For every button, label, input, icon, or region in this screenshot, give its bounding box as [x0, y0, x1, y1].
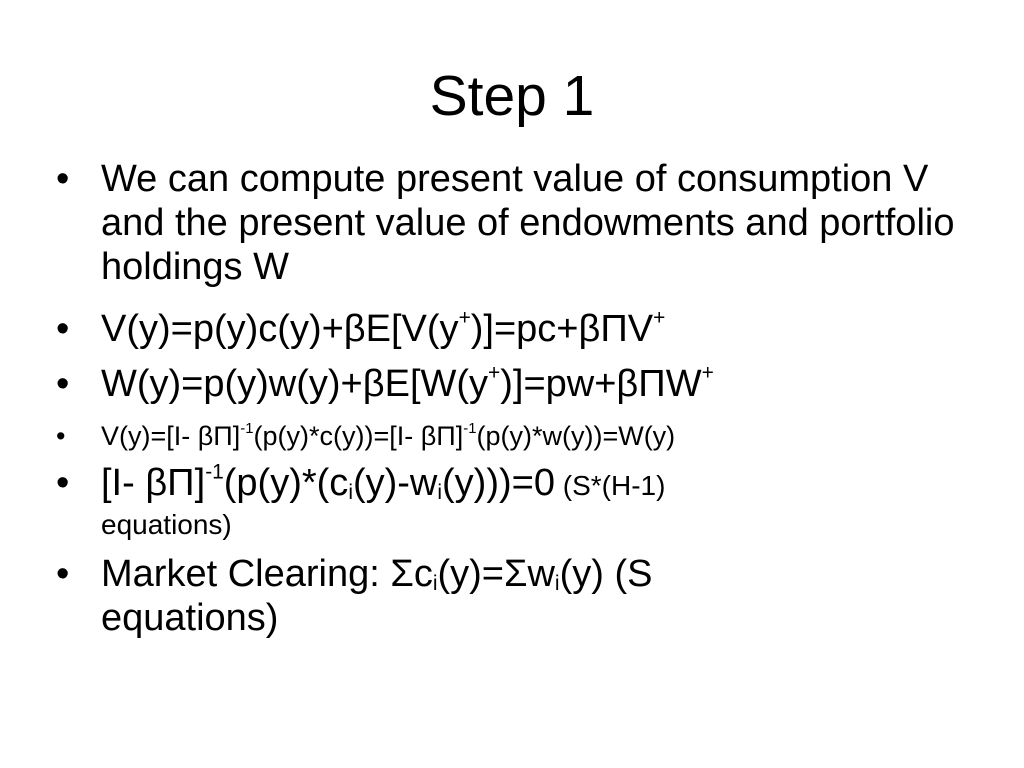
equation-note: equations): [101, 509, 232, 540]
equation-portfolio: [I- βΠ]-1(p(y)*(ci(y)-wi(y)))=0 (S*(H-1): [101, 460, 666, 505]
bullet-icon: •: [56, 462, 70, 504]
bullet-icon: •: [56, 363, 70, 405]
slide-title: Step 1: [429, 64, 595, 128]
equation-v: V(y)=p(y)c(y)+βE[V(y+)]=pc+βΠV+: [101, 306, 666, 350]
bullet-text: We can compute present value of consumpt…: [101, 158, 955, 288]
bullet-item: • [I- βΠ]-1(p(y)*(ci(y)-wi(y)))=0 (S*(H-…: [56, 461, 976, 542]
bullet-list: • We can compute present value of consum…: [56, 157, 976, 640]
equation-w: W(y)=p(y)w(y)+βE[W(y+)]=pw+βΠW+: [101, 361, 714, 405]
bullet-item: • V(y)=p(y)c(y)+βE[V(y+)]=pc+βΠV+: [56, 307, 976, 351]
equation-vw: V(y)=[I- βΠ]-1(p(y)*c(y))=[I- βΠ]-1(p(y)…: [101, 421, 676, 451]
bullet-icon: •: [56, 158, 70, 200]
bullet-icon: •: [56, 421, 66, 451]
bullet-icon: •: [56, 553, 70, 595]
bullet-item: • We can compute present value of consum…: [56, 157, 976, 289]
bullet-item: • W(y)=p(y)w(y)+βE[W(y+)]=pw+βΠW+: [56, 362, 976, 406]
bullet-icon: •: [56, 308, 70, 350]
bullet-item: • V(y)=[I- βΠ]-1(p(y)*c(y))=[I- βΠ]-1(p(…: [56, 417, 976, 455]
